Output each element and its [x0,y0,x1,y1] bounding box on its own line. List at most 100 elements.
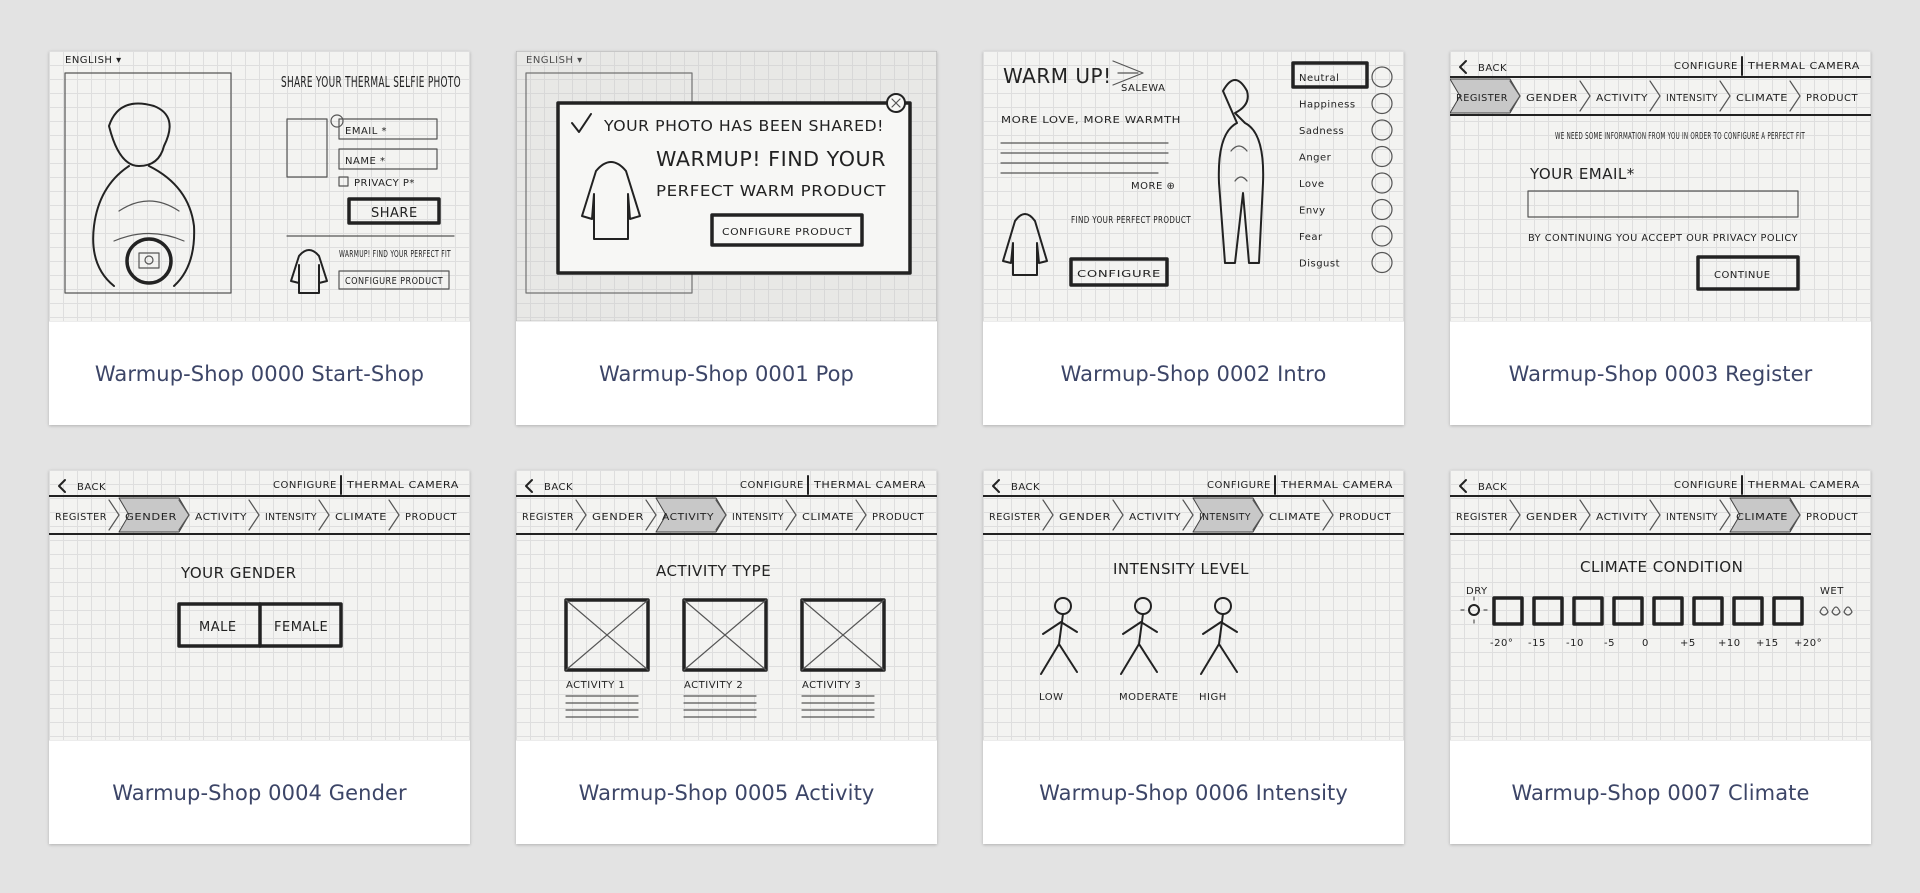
intensity-high-label: HIGH [1199,692,1227,703]
step-product: PRODUCT [1806,512,1858,523]
runner-low-icon [1040,613,1078,675]
step-activity: ACTIVITY [662,512,714,523]
configure-label: CONFIGURE PRODUCT [722,227,852,238]
climate-step-1 [1492,596,1524,626]
step-climate-active [1729,497,1801,533]
share-heading: SHARE YOUR THERMAL SELFIE PHOTO [281,73,461,91]
screen-title[interactable]: Warmup-Shop 0002 Intro [1060,361,1327,386]
step-activity: ACTIVITY [1596,93,1648,104]
step-register: REGISTER [522,512,574,523]
climate-scale-tick: -15 [1528,638,1546,649]
step-chevron-icon [855,499,867,531]
step-activity-active [655,497,727,533]
screen-thumbnail[interactable]: WARM UP! SALEWA MORE LOVE, MORE WARMTH M… [983,51,1404,322]
back-link: BACK [544,482,573,493]
step-chevron-icon [1579,499,1591,531]
climate-heading: CLIMATE CONDITION [1580,558,1743,576]
sun-rays-icon [1460,596,1488,624]
intensity-moderate-label: MODERATE [1119,692,1179,703]
screen-title[interactable]: Warmup-Shop 0004 Gender [112,780,407,805]
screen-title[interactable]: Warmup-Shop 0006 Intensity [1039,780,1348,805]
female-option: FEMALE [274,620,328,635]
step-chevron-icon [1182,499,1194,531]
emotion-happiness: Happiness [1299,100,1356,111]
language-selector: ENGLISH ▾ [65,55,122,66]
emotion-happiness-face-icon [1371,92,1393,115]
step-gender: GENDER [1526,93,1578,104]
emotion-disgust-face-icon [1371,251,1393,274]
step-activity: ACTIVITY [1596,512,1648,523]
find-product-text: FIND YOUR PERFECT PRODUCT [1071,215,1191,226]
screen-card-pop[interactable]: ENGLISH ▾ YOUR PHOTO HAS BEEN SHARED! WA… [516,51,937,425]
dry-label: DRY [1466,586,1488,597]
climate-scale-tick: 0 [1642,638,1649,649]
screen-title[interactable]: Warmup-Shop 0005 Activity [578,780,875,805]
image-placeholder-icon [801,599,885,671]
back-chevron-icon [992,479,1000,493]
screen-title[interactable]: Warmup-Shop 0000 Start-Shop [94,361,425,386]
configure-button [1069,257,1169,287]
back-chevron-icon [1459,479,1467,493]
male-option: MALE [199,620,237,635]
back-link: BACK [77,482,106,493]
emotion-neutral-face-icon [1371,66,1393,88]
share-label: SHARE [371,206,418,221]
step-climate: CLIMATE [1736,512,1788,523]
back-chevron-icon [1459,60,1467,74]
climate-scale-tick: -5 [1604,638,1615,649]
climate-scale-tick: +20° [1794,638,1822,649]
step-chevron-icon [715,499,727,531]
privacy-policy-text: BY CONTINUING YOU ACCEPT OUR PRIVACY POL… [1528,233,1798,244]
headline-line-1: WARMUP! FIND YOUR [656,147,886,171]
back-link: BACK [1478,482,1507,493]
thermal-camera-tab: THERMAL CAMERA [1747,61,1860,72]
sketch-start-shop: ENGLISH ▾ SHARE YOUR THERMAL SELFIE PHOT… [64,55,461,294]
climate-step-6 [1692,596,1724,626]
intensity-heading: INTENSITY LEVEL [1113,560,1249,578]
runner-moderate-icon [1120,613,1158,675]
jacket-icon [1002,213,1048,276]
screen-thumbnail[interactable]: ENGLISH ▾ SHARE YOUR THERMAL SELFIE PHOT… [49,51,470,322]
step-chevron-icon [388,499,400,531]
close-x-icon [891,98,901,108]
step-gender: GENDER [1526,512,1578,523]
screen-title[interactable]: Warmup-Shop 0003 Register [1508,361,1813,386]
step-gender: GENDER [592,512,644,523]
screen-thumbnail[interactable]: ENGLISH ▾ YOUR PHOTO HAS BEEN SHARED! WA… [516,51,937,322]
screen-title[interactable]: Warmup-Shop 0007 Climate [1511,780,1810,805]
configure-button [338,270,450,290]
emotion-love-face-icon [1371,172,1393,194]
email-label: YOUR EMAIL* [1529,165,1635,183]
step-chevron-icon [645,499,657,531]
step-intensity-active [1192,497,1264,533]
screen-title[interactable]: Warmup-Shop 0001 Pop [599,361,854,386]
runner-high-icon [1200,613,1238,675]
activity-heading: ACTIVITY TYPE [656,562,771,580]
step-register-active [1450,78,1521,114]
configure-label: CONFIGURE PRODUCT [345,276,443,287]
step-intensity: INTENSITY [1666,512,1718,523]
body-outline [1217,79,1265,264]
screen-card-intro[interactable]: WARM UP! SALEWA MORE LOVE, MORE WARMTH M… [983,51,1404,425]
climate-step-2 [1532,596,1564,626]
emotion-envy-face-icon [1371,198,1393,221]
step-climate: CLIMATE [1269,512,1321,523]
climate-scale-tick: +10 [1718,638,1741,649]
activity-1-label: ACTIVITY 1 [566,680,625,691]
activity-2-image [682,598,768,672]
thermal-camera-tab: THERMAL CAMERA [813,480,926,491]
step-chevron-icon [1322,499,1334,531]
screen-card-start-shop[interactable]: ENGLISH ▾ SHARE YOUR THERMAL SELFIE PHOT… [49,51,470,425]
